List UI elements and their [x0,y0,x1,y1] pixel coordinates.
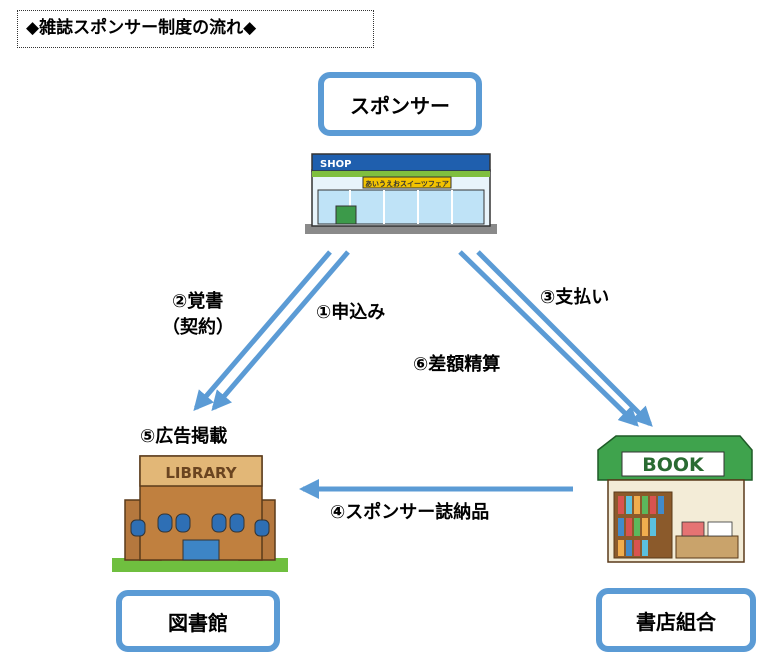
label-apply: ①申込み [316,302,386,323]
library-illustration: LIBRARY [112,455,288,572]
label-settle: ⑥差額精算 [413,354,501,375]
library-node: 図書館 [116,590,280,652]
bookstore-union-label: 書店組合 [636,609,716,634]
bookstore-union-node: 書店組合 [596,588,756,652]
arrow-memo [193,250,332,412]
shop-sign-text: SHOP [320,159,351,170]
library-label: 図書館 [168,610,228,635]
sponsor-node: スポンサー [318,72,482,136]
bookstore-illustration: BOOK [597,435,753,563]
flow-arrows [193,250,653,499]
shop-illustration: SHOP あいうえおスイーツフェア [305,153,497,234]
book-sign-text: BOOK [642,454,705,476]
sponsor-label: スポンサー [350,93,450,118]
label-ad: ⑤広告掲載 [140,426,228,447]
label-deliver: ④スポンサー誌納品 [330,502,490,523]
label-contract: （契約） [162,317,234,338]
arrow-payment [476,250,653,427]
library-sign-text: LIBRARY [165,464,237,482]
label-payment: ③支払い [540,287,610,308]
shop-banner-text: あいうえおスイーツフェア [365,179,449,188]
label-memo: ②覚書 [172,291,224,312]
arrow-settle [458,250,639,427]
arrow-apply [211,250,350,412]
diagram-title: ◆雑誌スポンサー制度の流れ◆ [17,10,374,48]
